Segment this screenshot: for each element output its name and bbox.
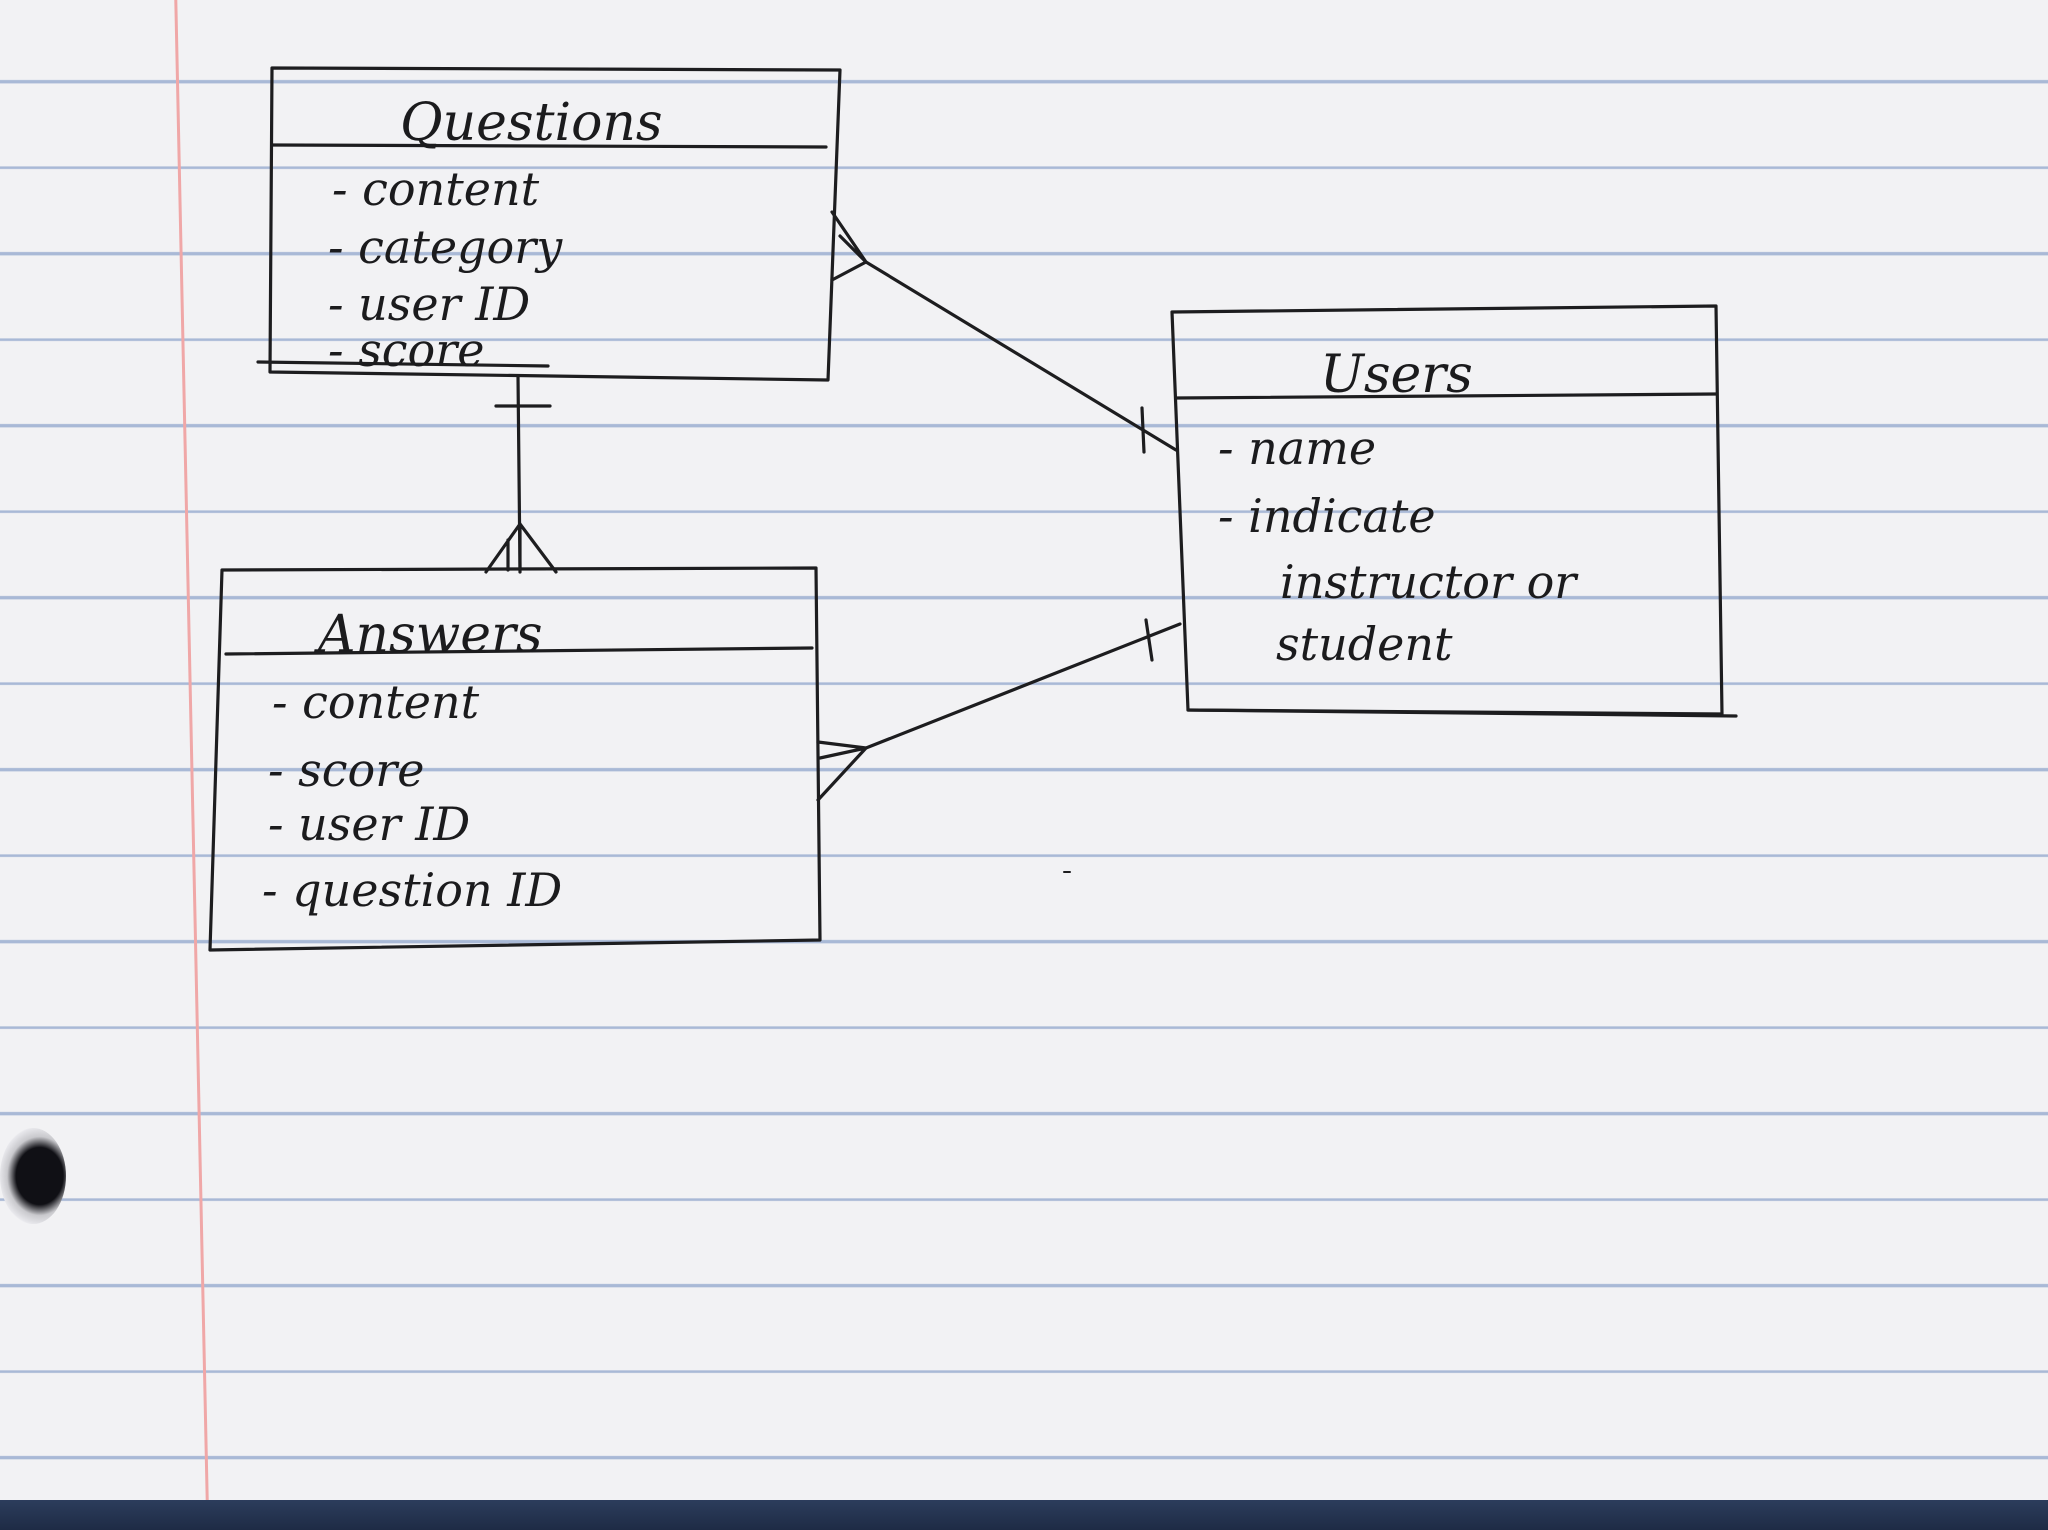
users-answers-line [864, 622, 1182, 750]
answers-attr-user-id: - user ID [268, 797, 470, 851]
one-tick-users-bottom [1144, 618, 1154, 662]
answers-attr-score: - score [268, 743, 424, 797]
questions-attr-user-id: - user ID [328, 277, 530, 331]
relationship-users-answers [816, 618, 1182, 802]
questions-attr-content: - content [332, 162, 540, 216]
answers-title: Answers [314, 605, 543, 665]
crows-foot-answers-side [816, 740, 868, 802]
users-box [1170, 304, 1724, 716]
users-attr-instructor-or: instructor or [1280, 555, 1579, 609]
entity-answers: Answers - content - score - user ID - qu… [208, 566, 822, 952]
relationship-questions-answers [484, 374, 558, 574]
relationship-users-questions [830, 210, 1178, 454]
questions-box [268, 66, 842, 382]
questions-bottom-stroke [256, 360, 550, 368]
questions-title-divider [270, 143, 828, 149]
entity-questions: Questions - content - category - user ID… [256, 66, 842, 382]
questions-attr-score: - score [328, 323, 484, 377]
desk-edge [0, 1500, 2048, 1530]
questions-title: Questions [400, 93, 663, 153]
answers-box [208, 566, 822, 952]
users-attr-indicate: - indicate [1218, 489, 1436, 543]
users-attr-student: student [1276, 617, 1453, 671]
users-attr-name: - name [1218, 421, 1376, 475]
users-bottom-stroke [1186, 708, 1738, 718]
entity-users: Users - name - indicate instructor or st… [1170, 304, 1738, 718]
answers-attr-question-id: - question ID [262, 863, 562, 917]
answers-attr-content: - content [272, 675, 480, 729]
users-title: Users [1320, 345, 1473, 405]
one-tick-users-top [1140, 406, 1146, 454]
questions-attr-category: - category [328, 220, 563, 274]
answers-title-divider [224, 646, 814, 656]
crows-foot-questions [830, 210, 868, 282]
users-title-divider [1174, 392, 1718, 400]
users-questions-line [864, 260, 1178, 452]
crows-foot-answers [484, 522, 558, 574]
binder-hole [0, 1128, 66, 1224]
